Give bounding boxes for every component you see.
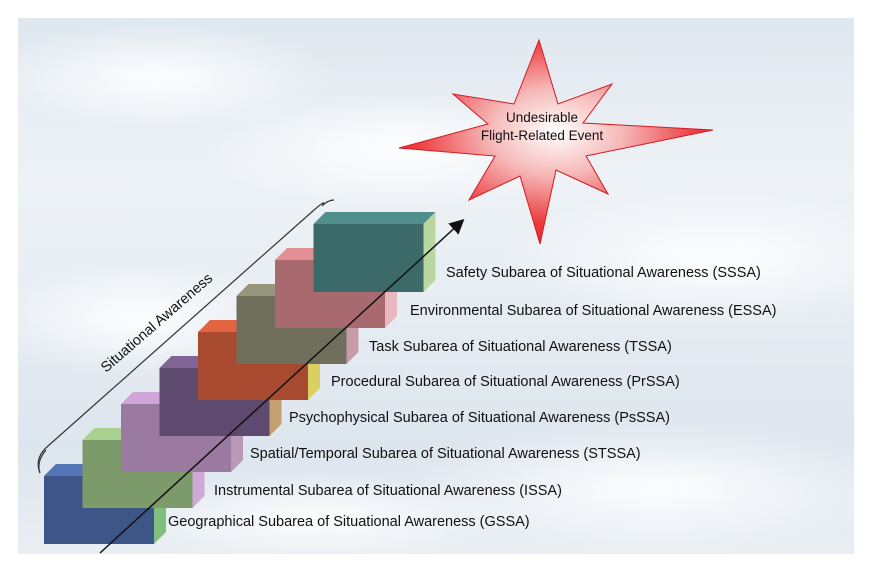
diagram-svg: Undesirable Flight-Related Event Situati… xyxy=(18,23,854,554)
progression-arrow xyxy=(99,218,465,554)
block-sssa-side xyxy=(423,212,436,292)
event-label-line2: Flight-Related Event xyxy=(481,128,604,143)
label-sssa: Safety Subarea of Situational Awareness … xyxy=(446,265,761,281)
event-label-line1: Undesirable xyxy=(506,110,578,125)
subarea-labels: Geographical Subarea of Situational Awar… xyxy=(168,265,776,530)
block-sssa xyxy=(313,212,436,292)
diagram-canvas: Undesirable Flight-Related Event Situati… xyxy=(18,18,854,554)
label-prssa: Procedural Subarea of Situational Awaren… xyxy=(331,374,680,390)
label-psssa: Psychophysical Subarea of Situational Aw… xyxy=(289,410,670,426)
label-issa: Instrumental Subarea of Situational Awar… xyxy=(214,483,562,499)
label-tssa: Task Subarea of Situational Awareness (T… xyxy=(369,339,672,355)
label-stssa: Spatial/Temporal Subarea of Situational … xyxy=(250,446,641,462)
undesirable-event-star: Undesirable Flight-Related Event xyxy=(398,38,714,245)
block-sssa-front xyxy=(313,224,424,292)
subarea-blocks xyxy=(44,212,436,544)
label-gssa: Geographical Subarea of Situational Awar… xyxy=(168,514,530,530)
label-essa: Environmental Subarea of Situational Awa… xyxy=(410,303,776,319)
block-sssa-top xyxy=(313,212,436,224)
